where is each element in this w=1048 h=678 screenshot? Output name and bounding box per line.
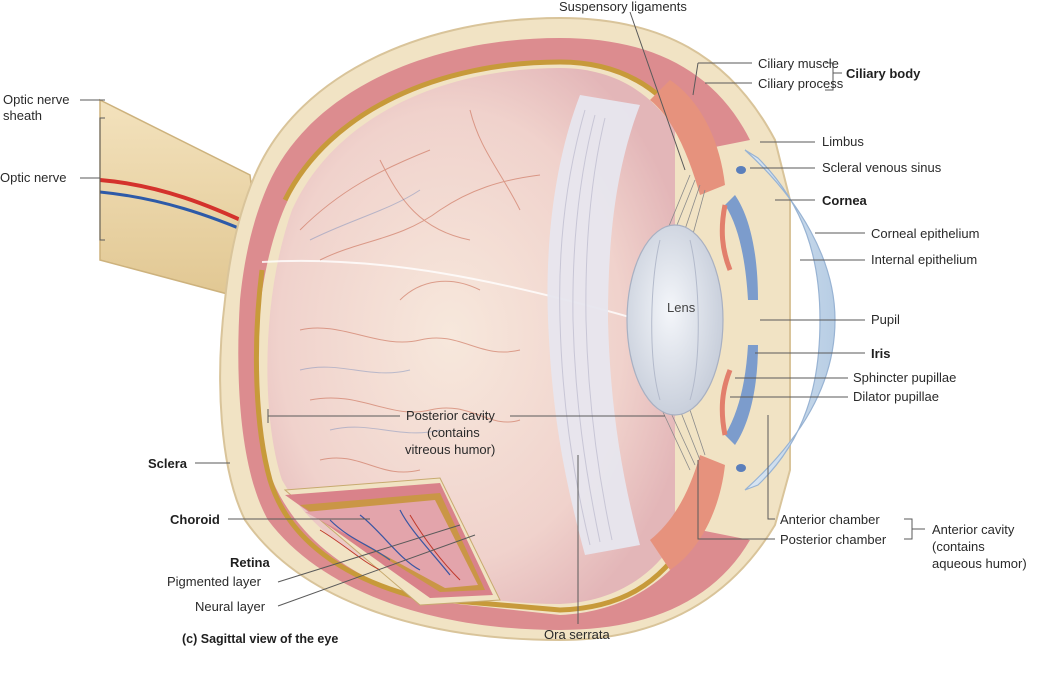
choroid-shape [238,38,750,630]
label-neural-layer: Neural layer [195,599,266,614]
label-sclera: Sclera [148,456,188,471]
label-optic-nerve: Optic nerve [0,170,66,185]
label-ciliary-process: Ciliary process [758,76,844,91]
label-retina: Retina [230,555,271,570]
label-anterior-cavity-line2: (contains [932,539,985,554]
label-sphincter-pupillae: Sphincter pupillae [853,370,956,385]
label-anterior-cavity-line1: Anterior cavity [932,522,1015,537]
labels: Suspensory ligaments Ciliary muscle Cili… [0,0,1027,646]
label-suspensory-ligaments: Suspensory ligaments [559,0,687,14]
label-dilator-pupillae: Dilator pupillae [853,389,939,404]
label-iris: Iris [871,346,891,361]
label-scleral-venous-sinus: Scleral venous sinus [822,160,942,175]
label-optic-nerve-sheath-line1: Optic nerve [3,92,69,107]
label-ciliary-body: Ciliary body [846,66,921,81]
label-posterior-cavity-line3: vitreous humor) [405,442,495,457]
label-lens: Lens [667,300,696,315]
label-ora-serrata: Ora serrata [544,627,611,642]
ora-serrata-shape [547,95,640,555]
label-pupil: Pupil [871,312,900,327]
label-posterior-cavity-line2: (contains [427,425,480,440]
label-anterior-chamber: Anterior chamber [780,512,880,527]
label-cornea: Cornea [822,193,868,208]
label-posterior-cavity-line1: Posterior cavity [406,408,495,423]
label-ciliary-muscle: Ciliary muscle [758,56,839,71]
cutaway-wedge [283,477,501,606]
lens-shape [626,224,724,416]
label-internal-epithelium: Internal epithelium [871,252,977,267]
label-corneal-epithelium: Corneal epithelium [871,226,979,241]
label-anterior-cavity-line3: aqueous humor) [932,556,1027,571]
leader-lines [80,11,925,624]
label-posterior-chamber: Posterior chamber [780,532,887,547]
iris-shape [719,195,758,445]
retina-shape [253,59,698,613]
label-pigmented-layer: Pigmented layer [167,574,262,589]
label-optic-nerve-sheath-line2: sheath [3,108,42,123]
label-limbus: Limbus [822,134,864,149]
label-choroid: Choroid [170,512,220,527]
cornea-shape [736,149,836,491]
figure-caption: (c) Sagittal view of the eye [182,632,338,646]
